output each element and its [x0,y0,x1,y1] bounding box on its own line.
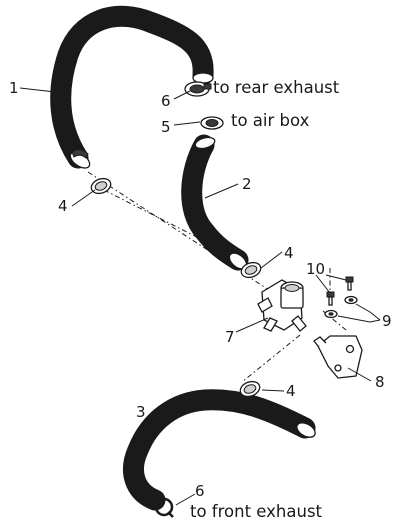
clamp-4-upper [90,177,112,195]
callout-4-middle: 4 [284,244,294,262]
callout-4-upper: 4 [58,197,68,215]
hose-3 [123,389,316,511]
label-to-front-exhaust: to front exhaust [190,502,323,521]
air-valve-7 [257,279,307,332]
label-to-rear-exhaust: to rear exhaust [213,78,340,97]
clamp-6-upper [184,81,212,97]
callout-9: 9 [382,312,392,330]
label-to-air-box: to air box [231,111,310,130]
callout-1: 1 [9,79,19,97]
callout-2: 2 [242,175,252,193]
bracket-8 [313,335,363,379]
callout-10: 10 [306,260,325,278]
callout-6-lower: 6 [195,482,205,500]
screw-10-left [326,291,335,306]
screw-10-right [345,276,354,291]
clamp-6-lower [154,497,174,518]
callout-5: 5 [161,118,171,136]
clamp-4-lower [239,380,261,398]
callout-8: 8 [375,373,385,391]
callout-3: 3 [136,403,146,421]
washer-9-right [344,295,358,305]
callout-7: 7 [225,328,235,346]
callout-6-upper: 6 [161,92,171,110]
clamp-4-middle [240,261,262,279]
clamp-5 [200,116,224,130]
leader-lines [19,87,381,506]
hose-2 [181,134,249,271]
callout-4-lower: 4 [286,382,296,400]
washer-9-left [324,309,338,319]
hose-1 [50,5,214,169]
